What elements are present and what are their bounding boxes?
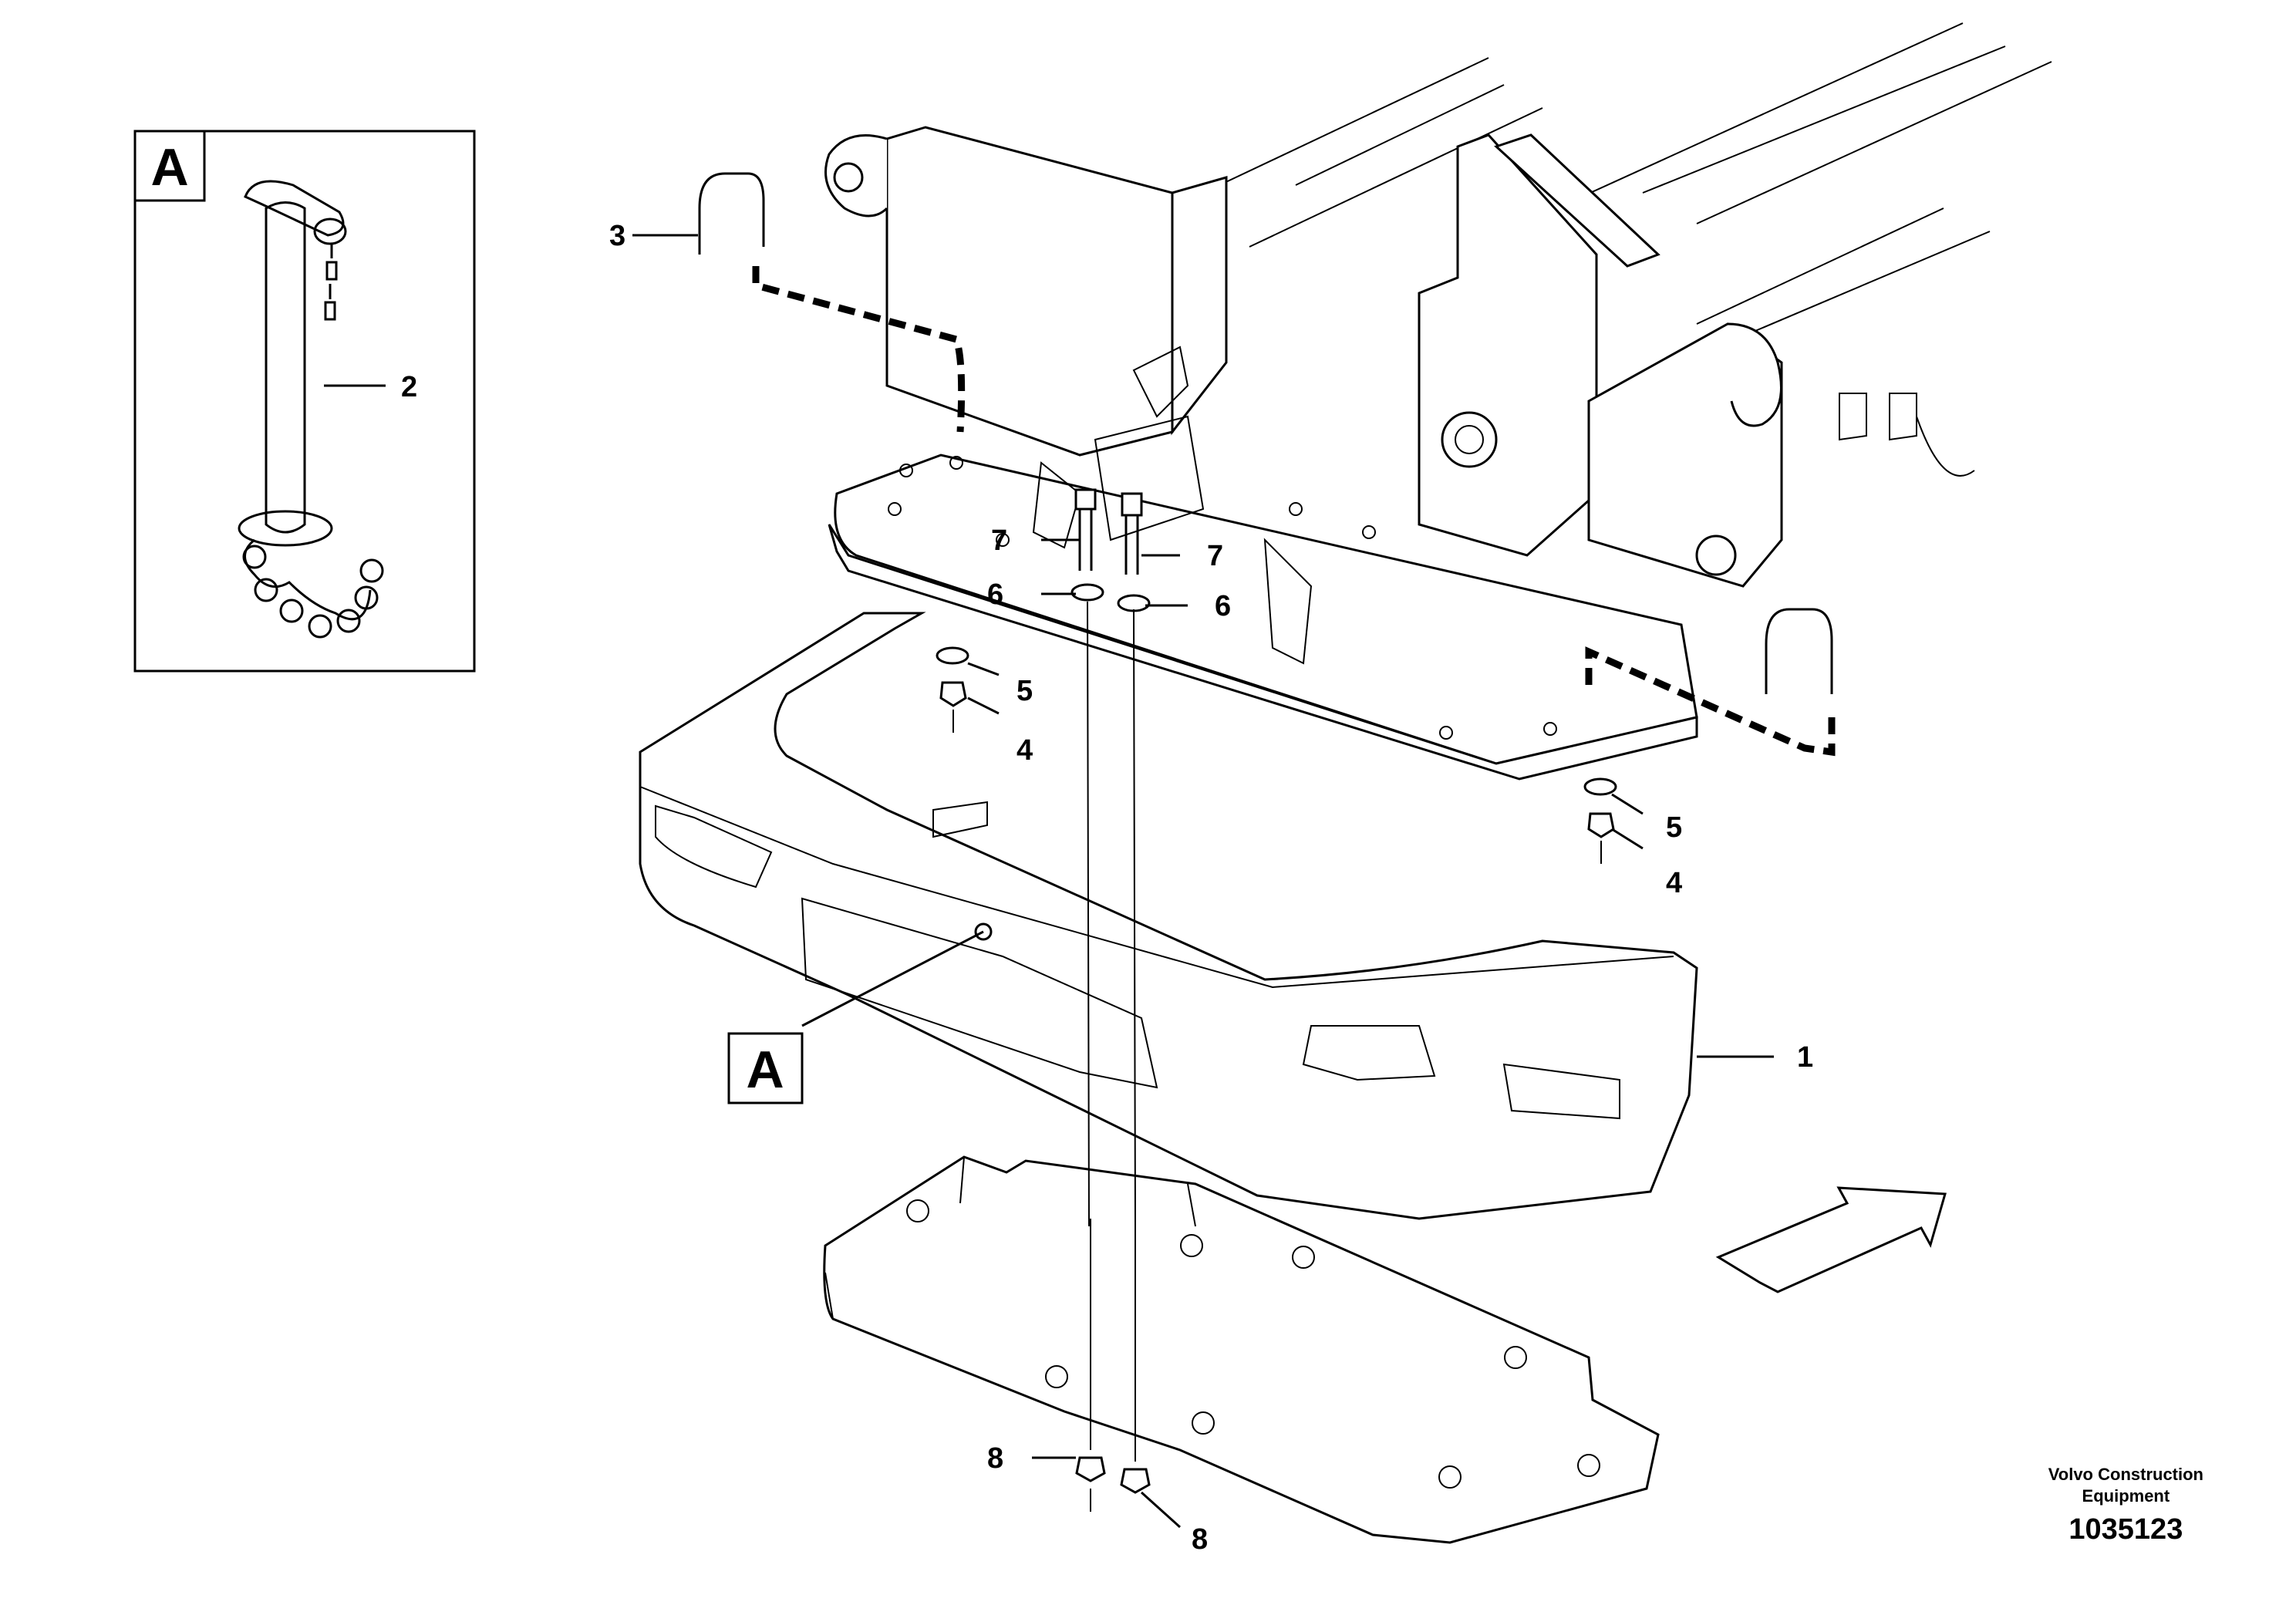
inset-label: A: [150, 138, 188, 197]
u-bolt-left: [698, 172, 966, 433]
callout-5-right: 5: [1666, 811, 1682, 844]
callout-4-right: 4: [1666, 867, 1682, 899]
manufacturer-line-1: Volvo Construction: [2048, 1465, 2203, 1484]
callout-7-right: 7: [1207, 540, 1223, 572]
callout-6-right: 6: [1215, 590, 1231, 622]
callout-8-right: 8: [1192, 1523, 1208, 1556]
drawing-footer: Volvo Construction Equipment 1035123: [2048, 1464, 2203, 1549]
callout-8-left: 8: [987, 1442, 1003, 1475]
counterweight: [639, 612, 1698, 1220]
lock-pin-with-chain: [238, 180, 384, 639]
callout-6-left: 6: [987, 578, 1003, 611]
bolts-and-washers: [936, 488, 1617, 1512]
callout-4-left: 4: [1017, 734, 1033, 767]
callout-7-left: 7: [991, 524, 1007, 557]
machine-frame: [824, 22, 2052, 588]
detail-a-marker: A: [727, 930, 984, 1104]
drawing-number: 1035123: [2068, 1513, 2183, 1546]
callout-3: 3: [609, 220, 625, 252]
detail-marker-label: A: [746, 1040, 784, 1099]
manufacturer-line-2: Equipment: [2082, 1486, 2170, 1506]
callout-5-left: 5: [1017, 675, 1033, 707]
callout-2: 2: [401, 371, 417, 403]
leader-lines: [324, 234, 1774, 1529]
u-bolt-right: [1585, 608, 1836, 757]
bottom-cover-plate: [823, 1155, 1660, 1544]
callout-1: 1: [1797, 1041, 1813, 1074]
forward-direction-arrow: [1715, 1186, 1947, 1293]
counterweight-mount-plate: [828, 346, 1698, 781]
